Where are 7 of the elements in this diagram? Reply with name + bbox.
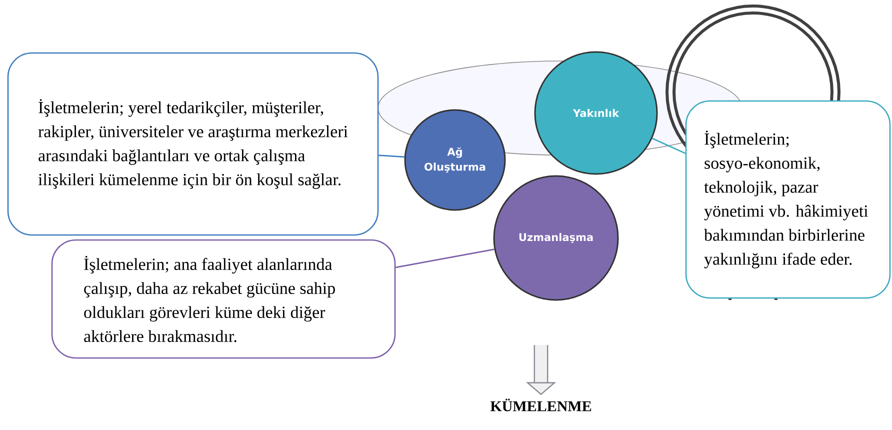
callout-box: İşletmelerin; sosyo-ekonomik, teknolojik, pazar yönetimi vb. hâkimiyeti bakımından birbirlerine yakınlığını ifade eder. [685, 100, 891, 299]
callout-box: İşletmelerin; yerel tedarikçiler, müşteriler, rakipler, üniversiteler ve araştırma merkezleri arasındaki bağlantıları ve ortak çalışma ilişkileri kümelenme için bir ön koşul sağlar. [7, 52, 379, 236]
circle-node: Yakınlık [534, 51, 658, 175]
circle-node: Uzmanlaşma [493, 175, 619, 301]
result-label: KÜMELENME [490, 398, 592, 412]
callout-box: İşletmelerin; ana faaliyet alanlarında çalışıp, daha az rekabet gücüne sahip oldukları görevleri küme deki diğer aktörlere bırakmasıdır. [51, 239, 396, 359]
circle-node: Ağ Oluşturma [404, 109, 506, 211]
